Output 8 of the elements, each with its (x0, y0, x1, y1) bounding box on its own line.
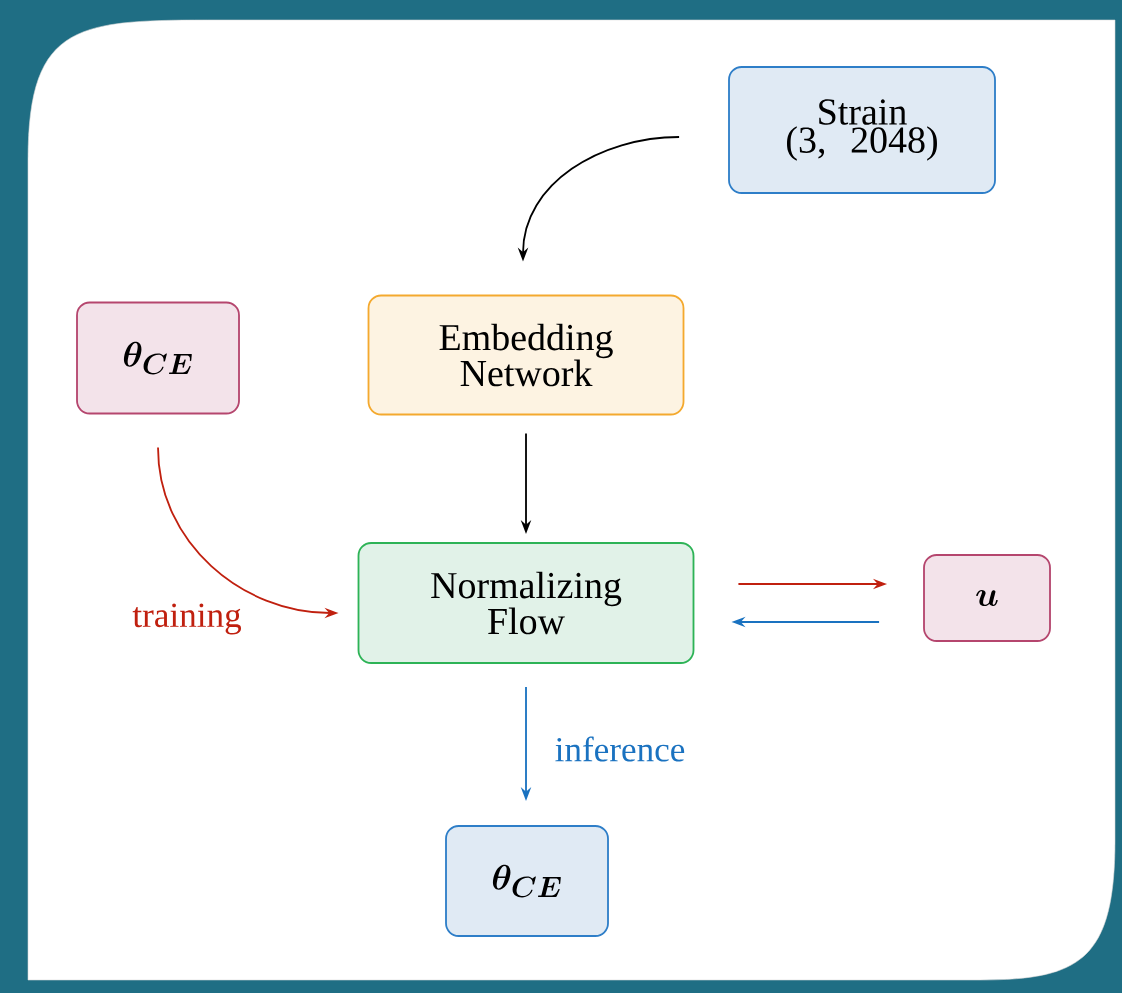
process-box: Normalizing Flow (357, 542, 695, 664)
process-box: Embedding Network (367, 294, 685, 416)
edge-label: training (132, 603, 241, 635)
process-box: Strain (3, 2048) (728, 66, 996, 194)
process-box: $\boldsymbol{\theta_{CE}}$ (445, 825, 609, 937)
process-box: $\boldsymbol{\theta_{CE}}$ (76, 301, 240, 415)
process-box: $\boldsymbol{u}$ (923, 554, 1051, 642)
edge-label: inference (555, 736, 685, 762)
